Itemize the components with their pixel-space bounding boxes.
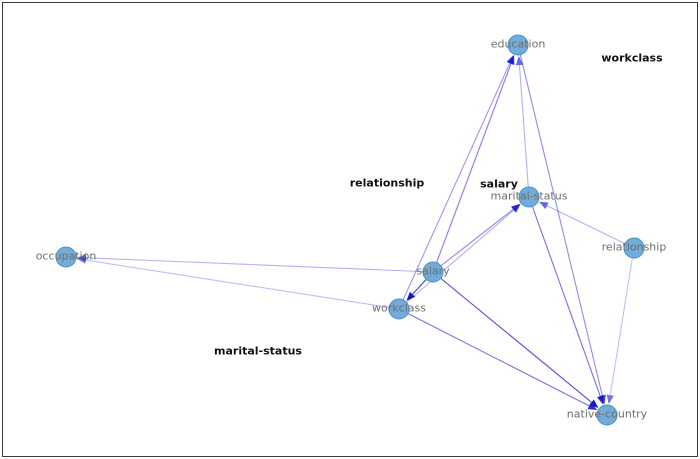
- node-label-native-country: native-country: [567, 408, 648, 421]
- arrowhead-salary-to-native-country: [589, 399, 599, 409]
- node-relationship[interactable]: [623, 237, 645, 259]
- edge-education-to-native-country: [517, 44, 603, 396]
- edge-marital-status-to-native-country: [528, 196, 601, 397]
- edge-workclass-to-marital-status: [398, 209, 515, 310]
- node-salary[interactable]: [422, 261, 444, 283]
- arrowhead-workclass-to-education: [506, 55, 514, 65]
- node-label-workclass: workclass: [372, 302, 426, 315]
- node-label-education: education: [491, 38, 546, 51]
- node-label-occupation: occupation: [36, 250, 97, 263]
- edge-workclass-to-occupation: [85, 259, 400, 310]
- node-label-relationship: relationship: [602, 241, 667, 254]
- annotation-label-workclass: workclass: [601, 52, 663, 65]
- annotation-label-salary: salary: [480, 178, 518, 191]
- edge-salary-to-marital-status: [432, 208, 514, 273]
- edge-marital-status-to-education: [518, 64, 530, 198]
- arrowhead-education-to-native-country: [598, 394, 606, 405]
- arrowhead-workclass-to-native-country: [587, 402, 598, 411]
- edge-workclass-to-education: [398, 63, 511, 310]
- edge-relationship-to-native-country: [609, 247, 635, 396]
- node-occupation[interactable]: [55, 246, 77, 268]
- arrowhead-relationship-to-native-country: [606, 394, 614, 405]
- arrowhead-relationship-to-marital-status: [538, 201, 549, 209]
- edge-relationship-to-marital-status: [546, 205, 635, 249]
- arrowhead-marital-status-to-education: [515, 55, 524, 66]
- annotation-label-relationship: relationship: [350, 177, 425, 190]
- node-education[interactable]: [507, 34, 529, 56]
- node-label-salary: salary: [416, 265, 450, 278]
- node-marital-status[interactable]: [518, 186, 540, 208]
- node-workclass[interactable]: [388, 298, 410, 320]
- edge-workclass-to-native-country: [398, 308, 590, 407]
- edge-salary-to-native-country: [432, 271, 592, 403]
- arrowhead-workclass-to-marital-status: [511, 204, 521, 213]
- edge-salary-to-occupation: [85, 257, 434, 273]
- edge-salary-to-education: [432, 63, 512, 273]
- annotation-label-marital-status: marital-status: [214, 345, 302, 358]
- node-label-marital-status: marital-status: [491, 190, 568, 203]
- node-native-country[interactable]: [596, 404, 618, 426]
- arrowhead-salary-to-workclass: [406, 291, 416, 301]
- arrowhead-workclass-to-occupation: [76, 256, 87, 264]
